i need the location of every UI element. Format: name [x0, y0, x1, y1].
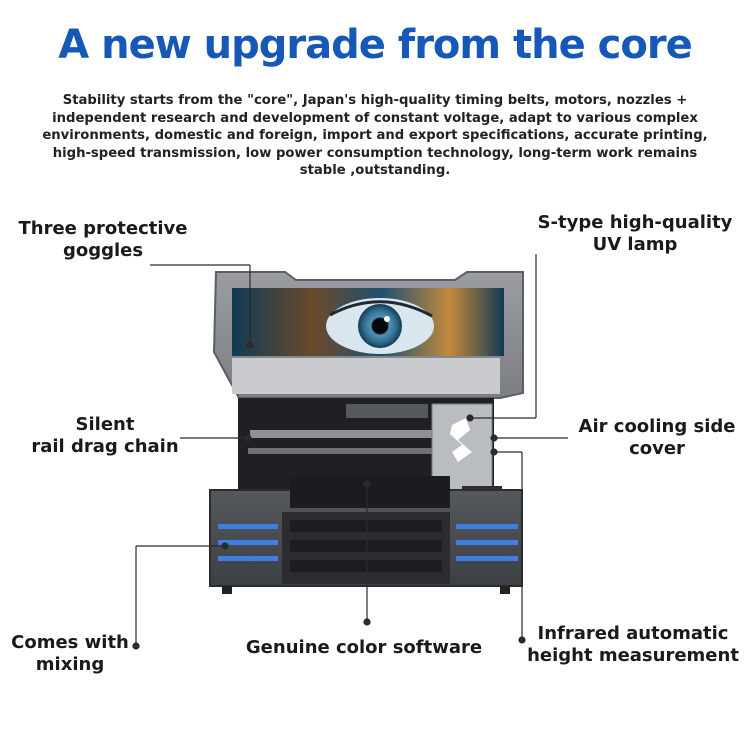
callout-lines	[132, 254, 568, 650]
callout-dot	[221, 542, 229, 550]
callout-dot	[518, 636, 526, 644]
feature-label-goggles: Three protective goggles	[8, 218, 198, 262]
feature-label-cooling-cover: Air cooling side cover	[568, 416, 746, 460]
label-line: Air cooling side	[578, 416, 736, 437]
label-line: Three protective	[18, 218, 188, 239]
callout-dot	[363, 480, 371, 488]
label-line: mixing	[35, 654, 105, 675]
callout-dot	[490, 448, 498, 456]
feature-label-mixing: Comes with mixing	[2, 632, 138, 676]
label-line: S-type high-quality	[537, 212, 733, 233]
led-strip	[218, 524, 278, 529]
printer-lid	[212, 271, 524, 399]
label-line: UV lamp	[592, 234, 678, 255]
label-line: Comes with	[11, 632, 129, 653]
callout-dot	[132, 642, 140, 650]
callout-dot	[246, 341, 254, 349]
callout-dot	[363, 618, 371, 626]
feature-label-software: Genuine color software	[245, 637, 483, 658]
callout-dot	[490, 434, 498, 442]
description: Stability starts from the "core", Japan'…	[42, 93, 708, 178]
callout-dot	[466, 414, 474, 422]
label-line: height measurement	[527, 645, 739, 666]
printer-base	[209, 476, 523, 594]
label-line: rail drag chain	[31, 436, 179, 457]
page-title: A new upgrade from the core	[58, 22, 692, 68]
feature-label-drag-chain: Silent rail drag chain	[12, 414, 198, 458]
label-line: Infrared automatic	[537, 623, 729, 644]
print-platform	[290, 476, 450, 508]
callout-dot	[244, 434, 252, 442]
label-line: Silent	[75, 414, 135, 435]
feature-label-height: Infrared automatic height measurement	[516, 623, 750, 667]
label-line: goggles	[62, 240, 144, 261]
feature-label-uv-lamp: S-type high-quality UV lamp	[524, 212, 746, 256]
brand-s-logo	[450, 418, 472, 462]
label-line: cover	[629, 438, 685, 459]
